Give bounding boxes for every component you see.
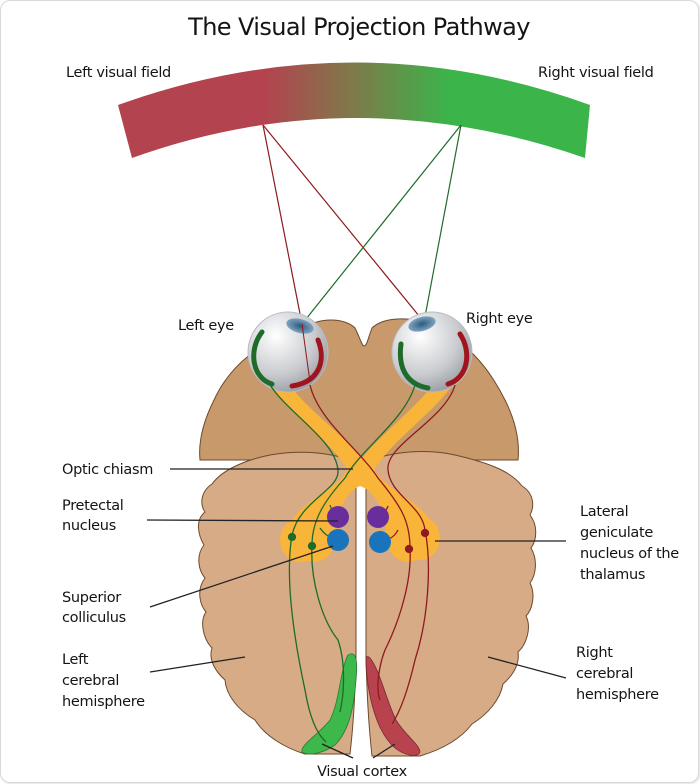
right-eye <box>391 311 473 393</box>
visual-cortex-right <box>365 656 421 756</box>
right-eye-label: Right eye <box>466 311 533 327</box>
visual-field-arc <box>118 62 590 158</box>
pretectal-nucleus-left <box>327 506 349 528</box>
visual-cortex-label: Visual cortex <box>317 764 407 780</box>
left-visual-field-label: Left visual field <box>66 65 171 81</box>
pretectal-nucleus-right <box>367 506 389 528</box>
right-visual-field-label: Right visual field <box>538 65 654 81</box>
superior-colliculus-right <box>369 531 391 553</box>
leader-lines <box>146 468 567 759</box>
diagram-title: The Visual Projection Pathway <box>187 13 530 41</box>
pretectal-nucleus-label: Pretectal nucleus <box>62 498 128 534</box>
superior-colliculus-left <box>327 529 349 551</box>
right-hemisphere-label: Right cerebral hemisphere <box>576 645 659 703</box>
left-hemisphere-label: Left cerebral hemisphere <box>62 652 145 710</box>
optic-tract <box>270 380 452 562</box>
left-eye <box>247 311 329 393</box>
left-lgn-region <box>280 518 320 562</box>
superior-colliculus-label: Superior colliculus <box>62 590 126 626</box>
optic-chiasm-label: Optic chiasm <box>62 462 153 478</box>
lateral-geniculate-label: Lateral geniculate nucleus of the thalam… <box>580 504 683 583</box>
left-eye-label: Left eye <box>178 318 234 334</box>
